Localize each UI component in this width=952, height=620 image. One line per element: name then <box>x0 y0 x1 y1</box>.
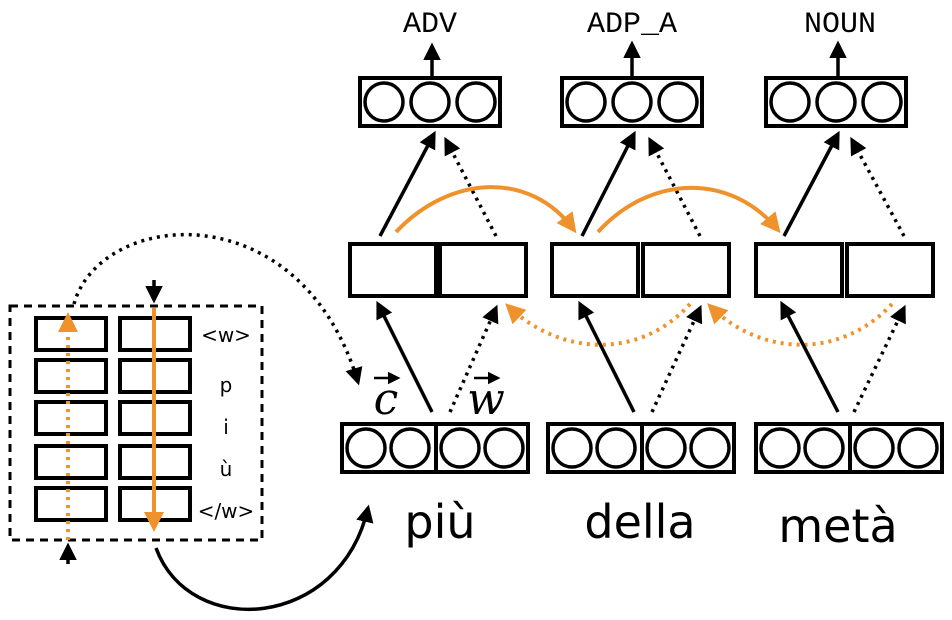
hidden-to-output-bwd-2 <box>648 136 702 237</box>
hidden-state-1 <box>348 242 528 298</box>
svg-text:w: w <box>467 374 505 425</box>
tag-label-3: NOUN <box>804 8 876 42</box>
input-word-1: più <box>404 495 475 549</box>
backward-recurrence-1 <box>505 302 692 347</box>
input-embedding-2 <box>546 422 736 474</box>
output-layer-3 <box>764 76 908 128</box>
input-word-3: metà <box>778 499 897 553</box>
hidden-state-3 <box>754 242 935 298</box>
output-layer-1 <box>358 76 502 128</box>
hidden-to-output-bwd-1 <box>444 136 498 237</box>
char-label-5: </w> <box>198 499 255 523</box>
hidden-state-2 <box>550 242 731 298</box>
tag-label-1: ADV <box>403 8 457 42</box>
char-label-2: p <box>220 373 233 397</box>
input-to-hidden-fwd-3 <box>780 300 840 413</box>
input-to-hidden-fwd-2 <box>578 300 636 413</box>
hidden-to-output-fwd-3 <box>782 130 840 237</box>
char-lstm-frame <box>8 304 264 542</box>
char-vector-label: c <box>374 371 401 425</box>
hidden-to-output-fwd-2 <box>580 130 636 237</box>
forward-recurrence-2 <box>596 185 781 234</box>
char-label-1: <w> <box>201 323 251 347</box>
forward-recurrence-1 <box>394 185 577 234</box>
char-lstm-backward-cells <box>34 316 108 522</box>
input-embedding-3 <box>754 422 944 474</box>
char-label-3: i <box>223 415 229 439</box>
char-state-to-c-arrow <box>72 232 363 386</box>
input-embedding-1 <box>340 422 530 474</box>
output-layer-2 <box>560 76 704 128</box>
svg-text:c: c <box>374 374 399 425</box>
char-label-4: ù <box>220 457 233 481</box>
input-to-hidden-fwd-1 <box>376 300 434 413</box>
tag-label-2: ADP_A <box>587 8 677 42</box>
input-to-hidden-bwd-2 <box>650 304 703 413</box>
char-output-to-embedding-arrow <box>154 504 374 612</box>
input-to-hidden-bwd-3 <box>852 304 906 413</box>
input-word-2: della <box>584 495 695 549</box>
input-to-hidden-bwd-1 <box>448 304 499 413</box>
hidden-to-output-bwd-3 <box>850 136 906 237</box>
backward-recurrence-2 <box>707 302 894 347</box>
word-vector-label: w <box>467 371 505 425</box>
hidden-to-output-fwd-1 <box>378 130 436 237</box>
